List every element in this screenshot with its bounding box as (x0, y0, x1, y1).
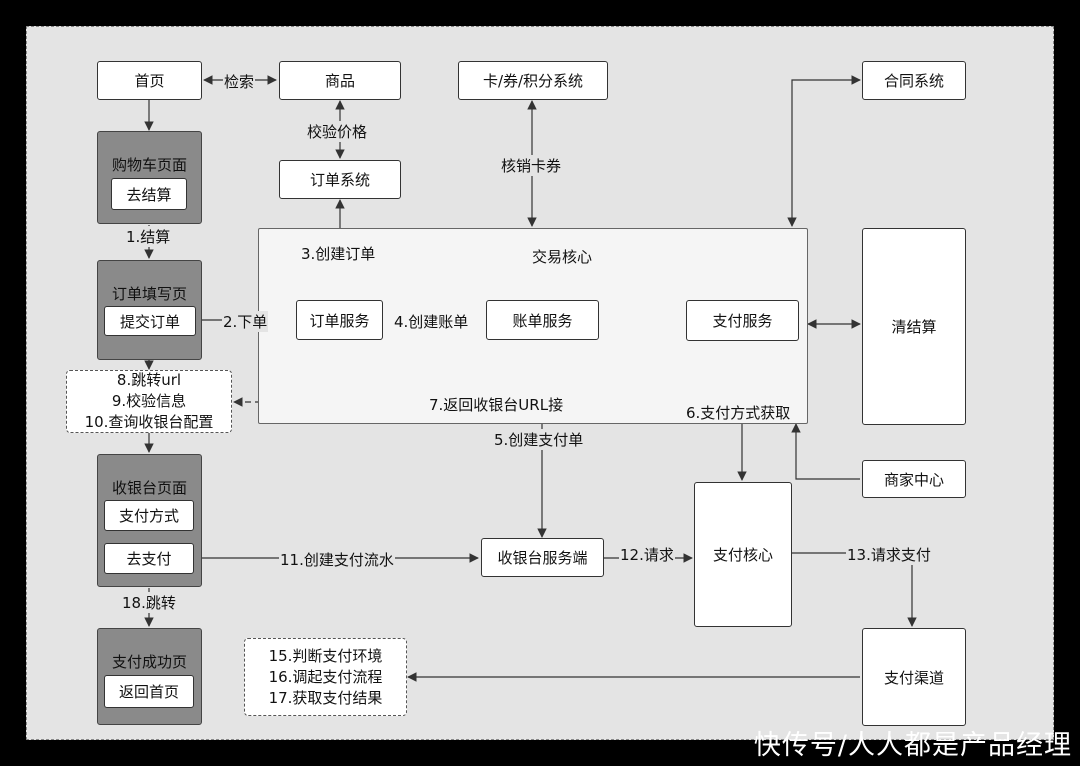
redirect-step-10: 10.查询收银台配置 (84, 413, 214, 431)
home-node[interactable]: 首页 (97, 61, 202, 100)
settlement-node[interactable]: 清结算 (862, 228, 966, 425)
card-system-label: 卡/券/积分系统 (482, 72, 584, 90)
label-verify-price: 校验价格 (306, 121, 369, 142)
cashier-server-label: 收银台服务端 (497, 549, 588, 567)
watermark-text: 快传号/人人都是产品经理 (753, 730, 1072, 761)
goods-label: 商品 (324, 72, 355, 90)
label-create-pay-order: 5.创建支付单 (493, 429, 585, 450)
pay-success-page-title: 支付成功页 (111, 653, 187, 671)
go-pay-button[interactable]: 去支付 (104, 543, 194, 574)
contract-system-node[interactable]: 合同系统 (862, 61, 966, 100)
cart-page-title: 购物车页面 (111, 156, 187, 174)
label-settle: 1.结算 (125, 226, 172, 247)
checkout-label: 去结算 (126, 185, 172, 204)
label-request: 12.请求 (619, 544, 675, 565)
contract-system-label: 合同系统 (883, 72, 944, 90)
order-service-label: 订单服务 (309, 311, 370, 330)
trade-core-title: 交易核心 (532, 248, 593, 266)
label-create-pay-flow: 11.创建支付流水 (279, 549, 395, 570)
submit-order-button[interactable]: 提交订单 (104, 306, 196, 336)
pay-core-node[interactable]: 支付核心 (694, 482, 792, 627)
cashier-page-title: 收银台页面 (111, 479, 187, 497)
cashier-server-node[interactable]: 收银台服务端 (481, 538, 604, 577)
label-place-order: 2.下单 (222, 311, 269, 332)
merchant-center-node[interactable]: 商家中心 (862, 460, 966, 498)
pay-service-node[interactable]: 支付服务 (686, 300, 799, 341)
label-request-pay: 13.请求支付 (846, 544, 932, 565)
label-get-pay-method: 6.支付方式获取 (685, 402, 792, 423)
edge-contract-core (787, 75, 861, 227)
bill-service-label: 账单服务 (512, 311, 573, 330)
label-create-bill: 4.创建账单 (393, 311, 470, 332)
env-steps-group: 15.判断支付环境 16.调起支付流程 17.获取支付结果 (244, 638, 407, 716)
home-label: 首页 (134, 72, 165, 90)
edge-merchant-core (791, 423, 860, 480)
env-step-17: 17.获取支付结果 (268, 688, 383, 707)
goods-node[interactable]: 商品 (279, 61, 401, 100)
settlement-label: 清结算 (891, 318, 937, 336)
pay-method-label: 支付方式 (118, 507, 179, 525)
order-system-label: 订单系统 (309, 171, 370, 189)
label-redeem-card: 核销卡券 (500, 155, 563, 176)
checkout-button[interactable]: 去结算 (111, 178, 187, 210)
back-home-button[interactable]: 返回首页 (104, 675, 194, 708)
pay-method-button[interactable]: 支付方式 (104, 500, 194, 531)
order-service-node[interactable]: 订单服务 (296, 300, 383, 340)
label-create-order: 3.创建订单 (300, 243, 377, 264)
env-step-15: 15.判断支付环境 (268, 646, 383, 665)
label-search: 检索 (223, 71, 256, 92)
merchant-center-label: 商家中心 (883, 470, 944, 489)
pay-channel-label: 支付渠道 (883, 668, 944, 687)
env-step-16: 16.调起支付流程 (268, 667, 383, 686)
label-jump: 18.跳转 (121, 592, 177, 613)
submit-order-label: 提交订单 (119, 312, 180, 331)
redirect-step-9: 9.校验信息 (111, 392, 187, 410)
go-pay-label: 去支付 (126, 550, 172, 568)
card-system-node[interactable]: 卡/券/积分系统 (458, 61, 608, 100)
pay-channel-node[interactable]: 支付渠道 (862, 628, 966, 726)
order-fill-page-title: 订单填写页 (111, 285, 187, 303)
order-system-node[interactable]: 订单系统 (279, 160, 401, 199)
pay-core-label: 支付核心 (712, 546, 773, 564)
back-home-label: 返回首页 (118, 683, 179, 701)
pay-service-label: 支付服务 (712, 312, 773, 330)
redirect-steps-group: 8.跳转url 9.校验信息 10.查询收银台配置 (66, 370, 232, 433)
redirect-step-8: 8.跳转url (116, 371, 182, 389)
label-return-url: 7.返回收银台URL接 (428, 394, 565, 415)
bill-service-node[interactable]: 账单服务 (486, 300, 599, 340)
